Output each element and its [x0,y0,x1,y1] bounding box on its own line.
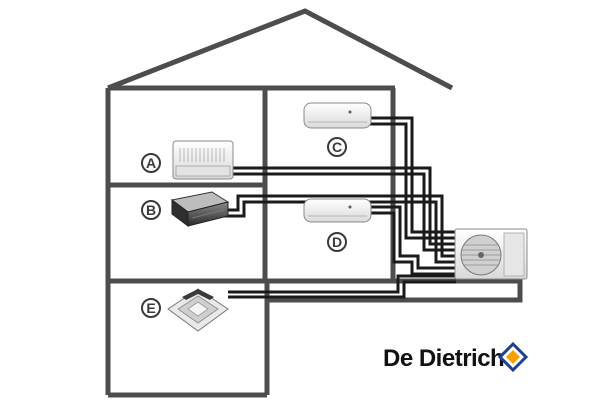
refrigerant-pipes [224,116,456,299]
label-d: D [327,232,347,252]
label-b: B [141,200,161,220]
indoor-unit-b [170,191,230,227]
label-a-text: A [146,155,156,171]
label-e-text: E [146,300,155,316]
house-structure [105,8,523,398]
indoor-unit-c [303,102,372,129]
indoor-unit-a [172,140,234,180]
label-d-text: D [332,234,342,250]
brand-name: De Dietrich [383,345,504,372]
label-e: E [141,298,161,318]
pipe-e-1 [228,274,456,294]
label-b-text: B [146,202,156,218]
brand-logo: De Dietrich [383,341,529,373]
pipe-e-2 [228,280,456,299]
diamond-logo-icon [497,341,529,373]
terrace [267,278,523,303]
label-a: A [141,153,161,173]
pipe-d-1 [370,205,456,270]
pipe-b-1 [224,194,456,258]
indoor-unit-d [303,198,372,223]
indoor-unit-e [167,288,229,332]
pipe-a-2 [232,172,456,252]
roof [107,8,454,91]
label-c-text: C [332,139,342,155]
outdoor-unit [454,228,528,280]
label-c: C [327,137,347,157]
pipe-d-2 [370,211,456,276]
